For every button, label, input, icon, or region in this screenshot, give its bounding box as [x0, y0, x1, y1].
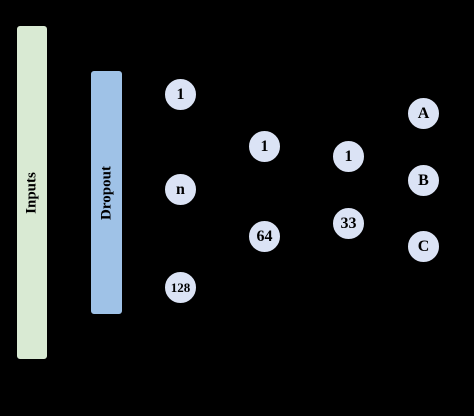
inputs-bar: Inputs	[16, 25, 48, 360]
dropout-label: Dropout	[98, 165, 114, 220]
dropout-bar: Dropout	[90, 70, 123, 315]
inputs-label: Inputs	[23, 171, 40, 214]
output-node-a: A	[407, 97, 440, 130]
output-node-c: C	[407, 230, 440, 263]
layer2-node-first: 1	[248, 130, 281, 163]
layer1-node-middle: n	[164, 173, 197, 206]
layer2-node-last: 64	[248, 220, 281, 253]
output-node-b: B	[407, 164, 440, 197]
layer3-node-first: 1	[332, 140, 365, 173]
layer3-node-last: 33	[332, 207, 365, 240]
layer1-node-last: 128	[164, 271, 197, 304]
layer1-node-first: 1	[164, 78, 197, 111]
